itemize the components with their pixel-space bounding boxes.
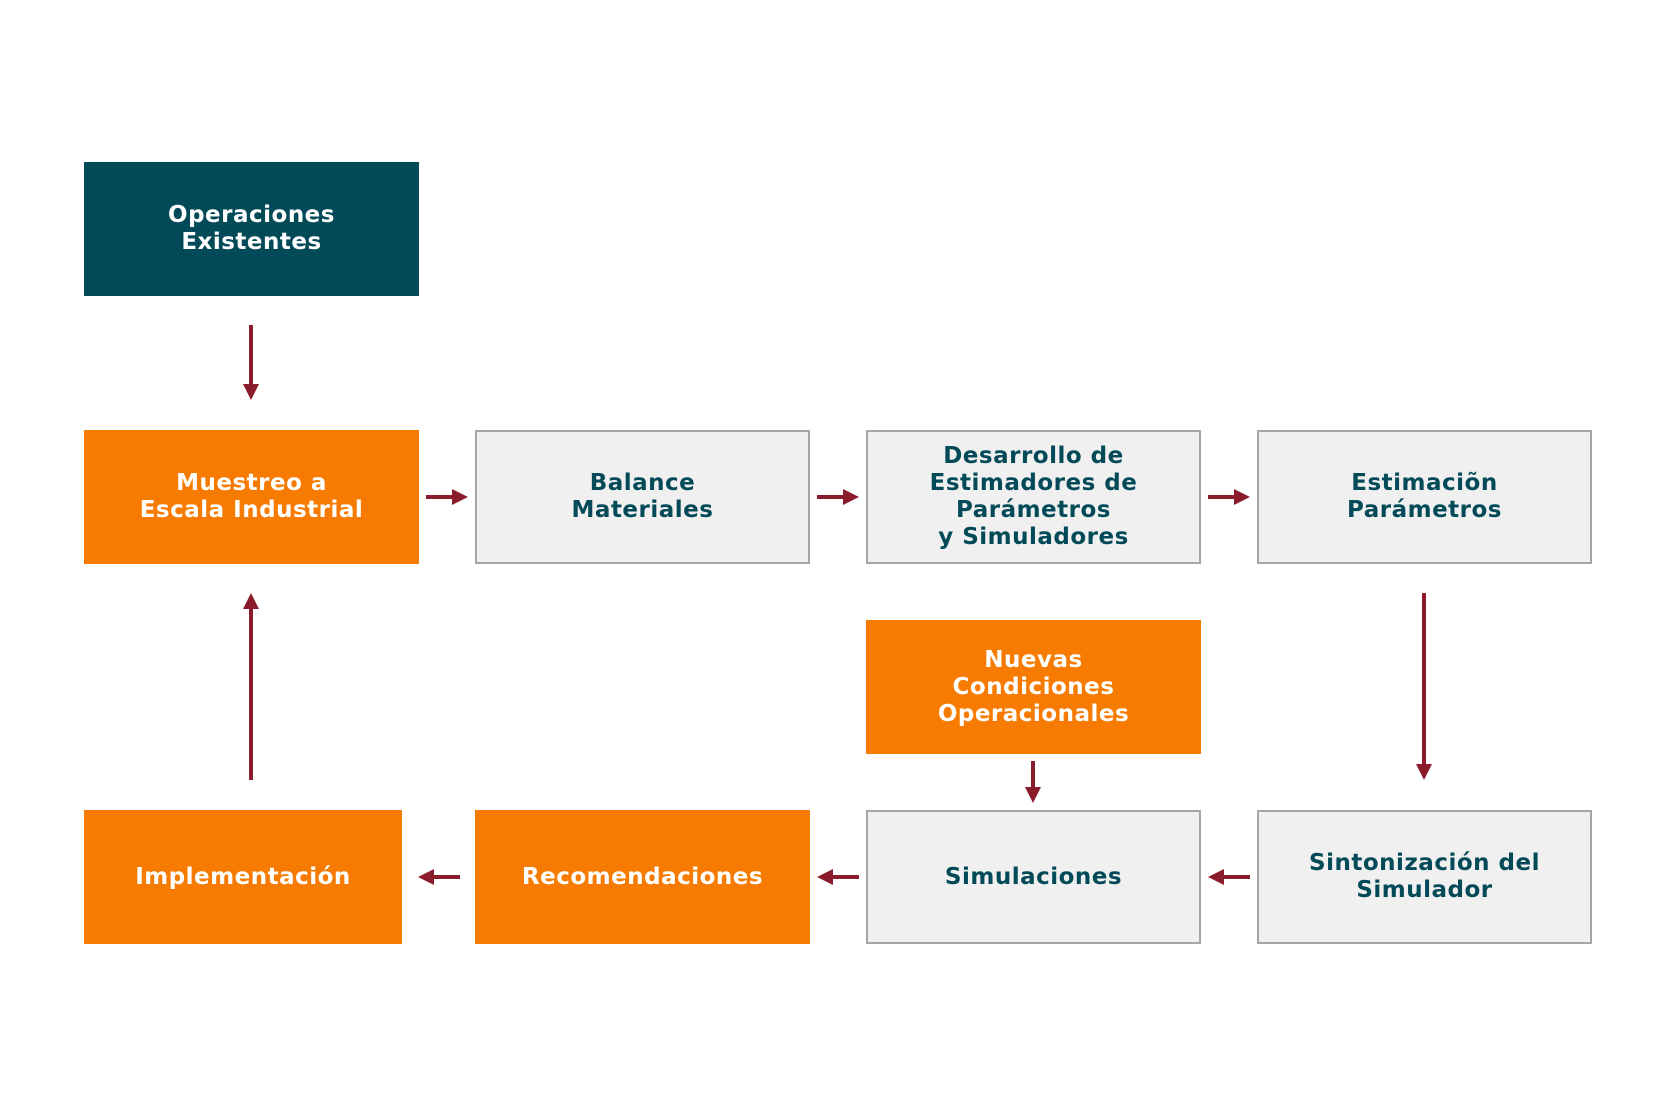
node-operaciones-existentes: Operaciones Existentes [84, 162, 419, 296]
arrow-muestreo-to-balance [426, 489, 468, 505]
arrow-recomendaciones-to-implementacion [418, 869, 460, 885]
arrow-estimacion-to-sintonizacion [1416, 593, 1432, 780]
arrow-operaciones-to-muestreo [243, 325, 259, 400]
arrow-balance-to-desarrollo [817, 489, 859, 505]
arrow-implementacion-to-muestreo [243, 593, 259, 780]
node-nuevas-condiciones: Nuevas Condiciones Operacionales [866, 620, 1201, 754]
node-balance-materiales: Balance Materiales [475, 430, 810, 564]
arrow-desarrollo-to-estimacion [1208, 489, 1250, 505]
node-simulaciones: Simulaciones [866, 810, 1201, 944]
node-recomendaciones: Recomendaciones [475, 810, 810, 944]
node-muestreo-escala-industrial: Muestreo a Escala Industrial [84, 430, 419, 564]
node-estimacion-parametros: Estimaciõn Parámetros [1257, 430, 1592, 564]
node-sintonizacion-simulador: Sintonización del Simulador [1257, 810, 1592, 944]
arrow-sintonizacion-to-simulaciones [1208, 869, 1250, 885]
node-desarrollo-estimadores: Desarrollo de Estimadores de Parámetros … [866, 430, 1201, 564]
arrow-nuevas-to-simulaciones [1025, 761, 1041, 803]
node-implementacion: Implementación [84, 810, 402, 944]
arrow-simulaciones-to-recomendaciones [817, 869, 859, 885]
